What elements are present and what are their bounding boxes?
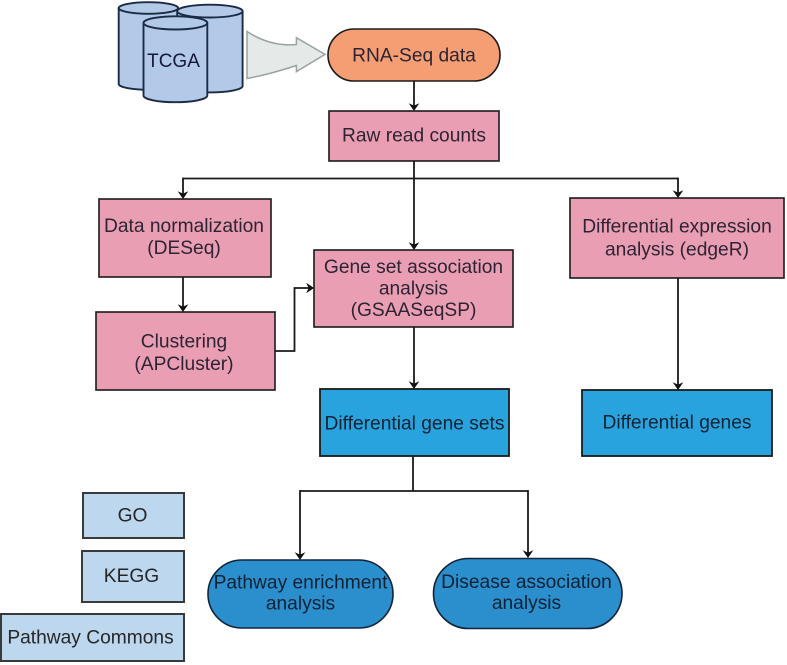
svg-text:Gene set association: Gene set association [324,257,503,278]
svg-text:analysis: analysis [266,594,335,615]
svg-text:Clustering: Clustering [141,332,227,353]
svg-text:TCGA: TCGA [147,51,200,72]
svg-text:Pathway Commons: Pathway Commons [7,628,173,649]
svg-text:RNA-Seq data: RNA-Seq data [352,46,476,67]
svg-text:(DESeq): (DESeq) [147,238,221,259]
svg-text:analysis: analysis [379,279,448,300]
svg-text:Differential genes: Differential genes [603,413,752,434]
svg-text:Pathway enrichment: Pathway enrichment [214,573,389,594]
svg-text:analysis: analysis [492,593,561,614]
svg-text:(GSAASeqSP): (GSAASeqSP) [351,300,477,321]
svg-text:GO: GO [118,506,148,527]
svg-text:KEGG: KEGG [104,566,159,587]
svg-text:Data normalization: Data normalization [104,216,264,237]
svg-text:Disease association: Disease association [441,572,612,593]
svg-text:(APCluster): (APCluster) [134,354,233,375]
svg-text:analysis (edgeR): analysis (edgeR) [605,240,749,261]
svg-text:Differential gene sets: Differential gene sets [325,414,505,435]
svg-text:Raw read counts: Raw read counts [342,126,486,147]
svg-text:Differential expression: Differential expression [582,217,772,238]
